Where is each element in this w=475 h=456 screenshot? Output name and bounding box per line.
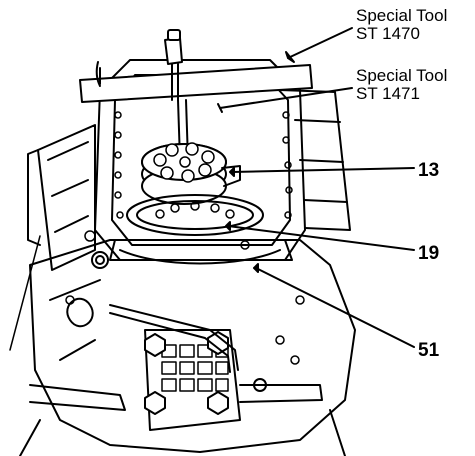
right-frame [279,89,351,231]
disc-ring-19 [126,194,264,236]
callout-special-tool-st1470: Special Tool ST 1470 [356,7,447,43]
lower-filter-block [144,329,241,431]
callout-line2: ST 1470 [356,23,420,43]
callout-ref-51: 51 [418,340,440,361]
callout-line1: Special Tool [356,66,448,85]
side-frame [27,124,96,271]
gear-disc-13 [141,142,241,205]
pipe-lines [29,251,323,411]
leader-lines [217,27,415,348]
flange-51 [109,239,293,265]
callout-line2: ST 1471 [356,83,420,103]
callout-ref-13: 13 [418,160,440,181]
special-tool-st1470 [79,29,313,103]
housing-bolts [65,230,305,365]
callout-line1: Special Tool [356,6,448,25]
callout-ref-19: 19 [418,243,440,264]
callout-special-tool-st1471: Special Tool ST 1471 [356,67,447,103]
